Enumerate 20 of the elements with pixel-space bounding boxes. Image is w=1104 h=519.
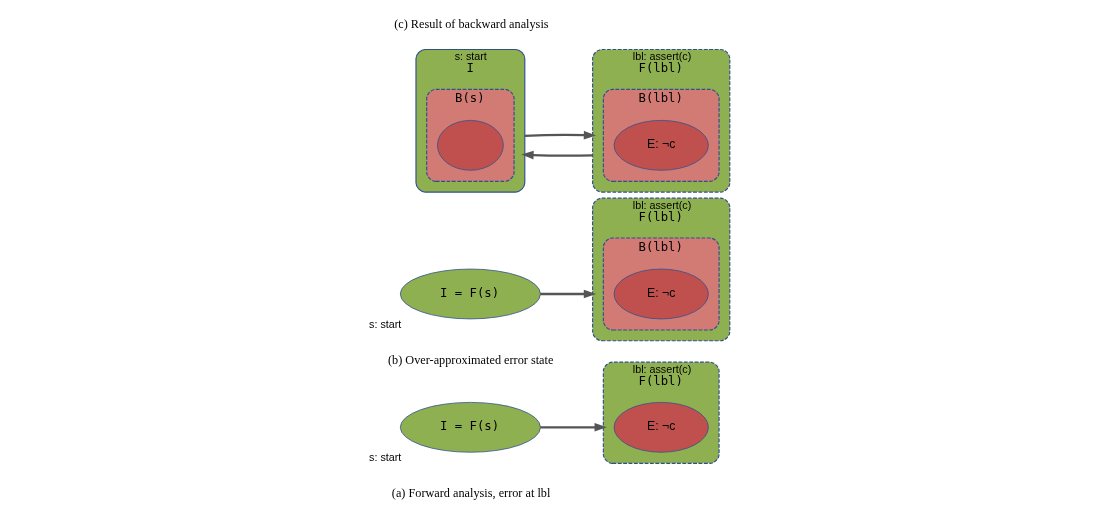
cluster: B(s) bbox=[425, 88, 515, 182]
node-ellipse: E: ¬c bbox=[613, 120, 709, 171]
node-label: lbl: assert(c) bbox=[632, 363, 691, 376]
node-label: s: start bbox=[368, 450, 401, 463]
node-ellipse: E: ¬c bbox=[613, 402, 709, 453]
arrow bbox=[520, 150, 593, 160]
label: (c) Result of backward analysis bbox=[393, 16, 549, 31]
node-ellipse: I = F(s) bbox=[399, 268, 541, 320]
node-ellipse: I = F(s) bbox=[399, 402, 541, 453]
node-ellipse bbox=[436, 120, 504, 171]
label: (b) Over-approximated error state bbox=[387, 352, 553, 367]
node-ellipse: E: ¬c bbox=[613, 268, 709, 320]
arrow bbox=[539, 423, 607, 432]
node-label: lbl: assert(c) bbox=[632, 199, 691, 212]
arrow bbox=[524, 130, 596, 140]
node-label: s: start bbox=[454, 50, 487, 63]
arrow bbox=[539, 289, 596, 299]
node-label: lbl: assert(c) bbox=[632, 50, 691, 63]
label: (a) Forward analysis, error at lbl bbox=[391, 485, 550, 500]
node-label: s: start bbox=[368, 317, 401, 330]
